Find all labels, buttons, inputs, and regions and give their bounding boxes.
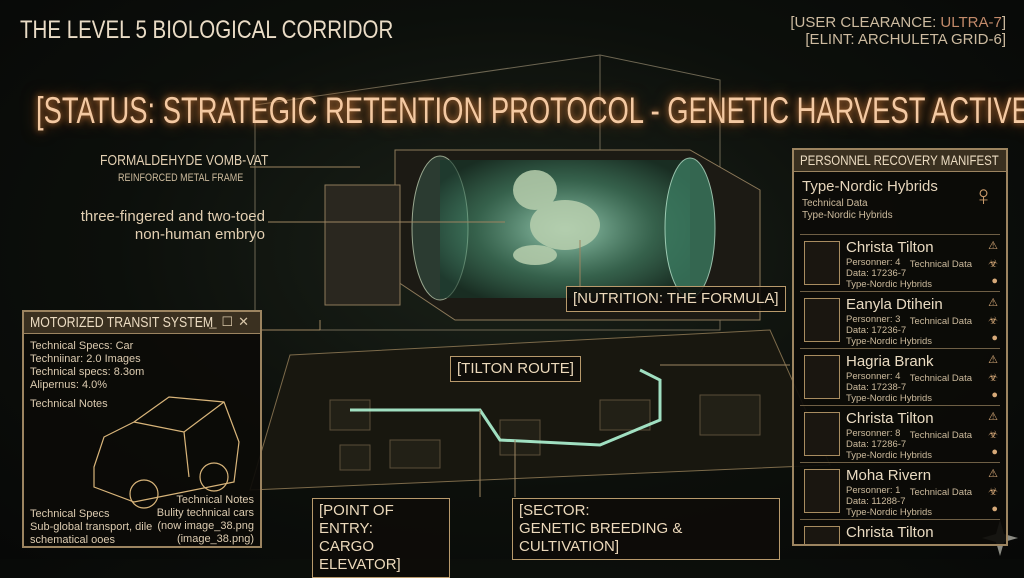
- vat-label: FORMALDEHYDE VOMB-VAT: [100, 152, 269, 169]
- humanoid-silhouette-icon: ♀: [973, 180, 994, 211]
- vat-machinery: [324, 184, 401, 306]
- tilton-route-label: [TILTON ROUTE]: [450, 356, 581, 382]
- drop-icon: ●: [991, 446, 998, 458]
- portrait-avatar: [804, 298, 840, 342]
- transit-panel: MOTORIZED TRANSIT SYSTEM _☐✕ Technical S…: [22, 310, 262, 548]
- group-title: Type-Nordic Hybrids: [802, 178, 938, 195]
- technical-data-label: Technical Data: [909, 487, 972, 498]
- manifest-panel: PERSONNEL RECOVERY MANIFEST Type-Nordic …: [792, 148, 1008, 546]
- close-icon[interactable]: ✕: [238, 314, 254, 329]
- minimize-icon[interactable]: _: [209, 314, 222, 329]
- biohazard-icon: ☣: [988, 486, 998, 498]
- warning-icon: ⚠: [988, 240, 998, 252]
- personnel-name: Christa Tilton: [846, 410, 934, 427]
- technical-data-label: Technical Data: [909, 316, 972, 327]
- technical-data-label: Technical Data: [909, 373, 972, 384]
- drop-icon: ●: [991, 275, 998, 287]
- embryo-shape: [513, 170, 600, 265]
- warning-icon: ⚠: [988, 411, 998, 423]
- car-schematic: [93, 396, 240, 509]
- personnel-name: Moha Rivern: [846, 467, 932, 484]
- drop-icon: ●: [991, 503, 998, 515]
- personnel-name: Christa Tilton: [846, 239, 934, 256]
- personnel-name: Christa Tilton: [846, 524, 934, 541]
- corridor-illustration: [249, 54, 1018, 556]
- warning-icon: ⚠: [988, 354, 998, 366]
- manifest-header: PERSONNEL RECOVERY MANIFEST: [794, 150, 1006, 172]
- manifest-row[interactable]: Christa Tilton: [800, 519, 1000, 544]
- technical-data-label: Technical Data: [909, 259, 972, 270]
- biohazard-icon: ☣: [988, 258, 998, 270]
- callout-leaders: [250, 166, 790, 497]
- portrait-avatar: [804, 355, 840, 399]
- status-banner: [STATUS: STRATEGIC RETENTION PROTOCOL - …: [36, 90, 1024, 131]
- drop-icon: ●: [991, 389, 998, 401]
- floor-plan-map: [249, 329, 831, 491]
- point-of-entry-label: [POINT OF ENTRY:CARGO ELEVATOR]: [312, 498, 450, 578]
- technical-notes-label: Technical Notes: [30, 398, 108, 410]
- portrait-avatar: [804, 412, 840, 456]
- maximize-icon[interactable]: ☐: [221, 314, 239, 329]
- personnel-name: Hagria Brank: [846, 353, 934, 370]
- transit-panel-header: MOTORIZED TRANSIT SYSTEM _☐✕: [24, 312, 260, 334]
- warning-icon: ⚠: [988, 468, 998, 480]
- portrait-avatar: [804, 526, 840, 544]
- clearance-info: [USER CLEARANCE: ULTRA-7] [ELINT: ARCHUL…: [790, 14, 1006, 48]
- portrait-avatar: [804, 241, 840, 285]
- portrait-avatar: [804, 469, 840, 513]
- personnel-name: Eanyla Dtihein: [846, 296, 943, 313]
- sector-label: [SECTOR:GENETIC BREEDING & CULTIVATION]: [512, 498, 780, 560]
- page-title: THE LEVEL 5 BIOLOGICAL CORRIDOR: [20, 16, 394, 44]
- nutrition-label: [NUTRITION: THE FORMULA]: [566, 286, 786, 312]
- warning-icon: ⚠: [988, 297, 998, 309]
- biohazard-icon: ☣: [988, 372, 998, 384]
- window-controls[interactable]: _☐✕: [209, 314, 254, 330]
- vat-frame: [324, 149, 761, 321]
- biohazard-icon: ☣: [988, 315, 998, 327]
- biohazard-icon: ☣: [988, 429, 998, 441]
- drop-icon: ●: [991, 332, 998, 344]
- technical-data-label: Technical Data: [909, 430, 972, 441]
- vat-sublabel: REINFORCED METAL FRAME: [118, 172, 244, 184]
